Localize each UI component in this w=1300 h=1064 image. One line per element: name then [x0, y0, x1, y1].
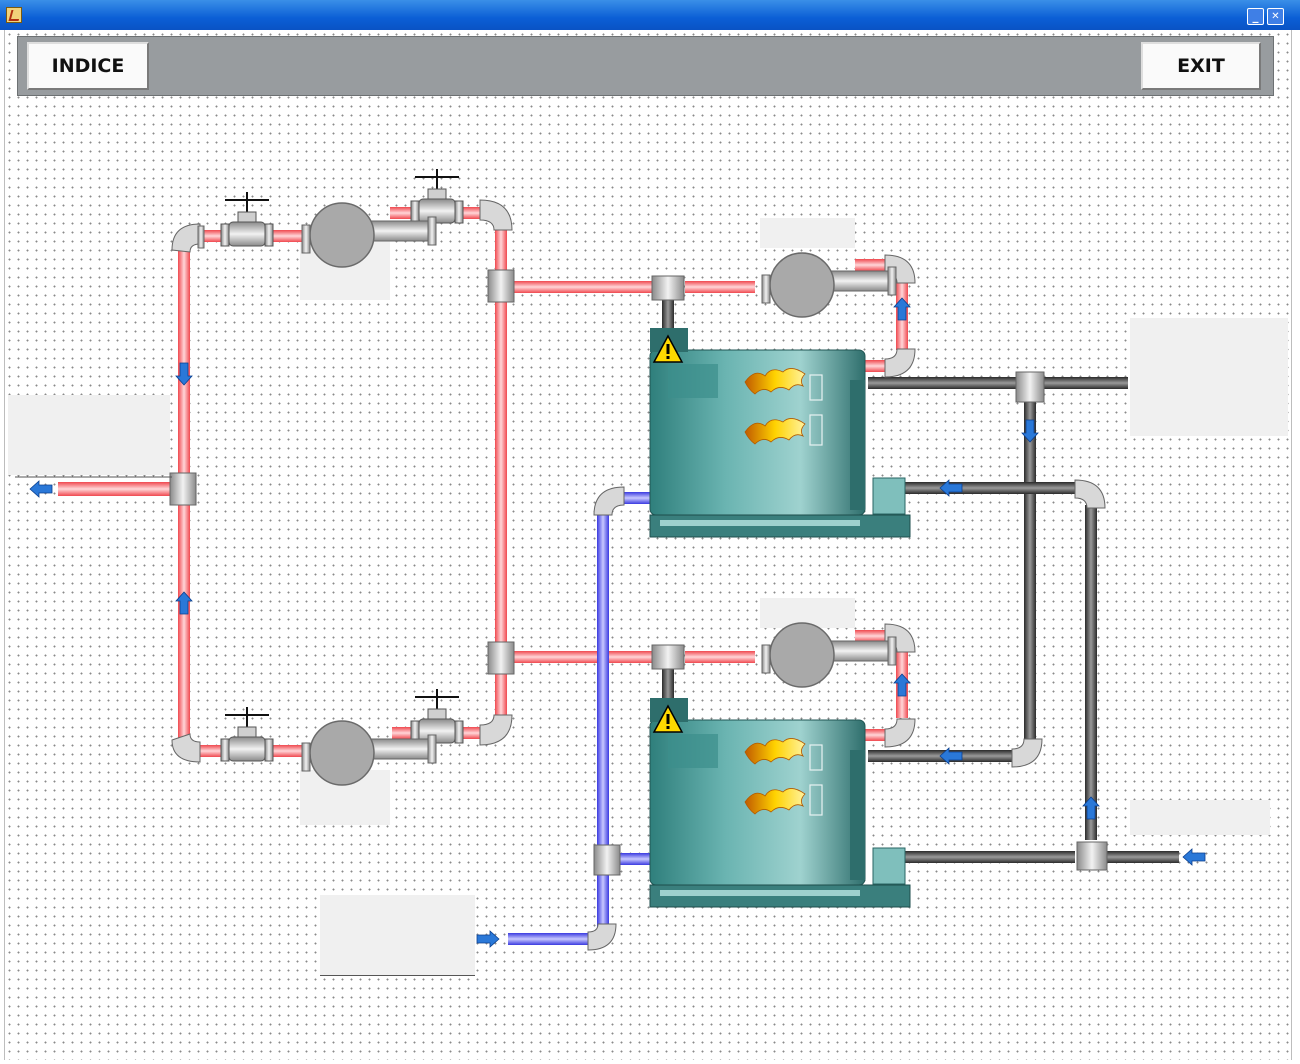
top-toolbar: INDICE EXIT [17, 36, 1274, 96]
indice-button[interactable]: INDICE [27, 42, 149, 90]
pump-label-area-3 [760, 218, 855, 248]
cold-water-pipes [508, 492, 652, 945]
inlet-right-label-area [1130, 800, 1270, 835]
flow-arrow-right-icon [476, 930, 500, 948]
side-panel-left [8, 395, 170, 475]
exit-button[interactable]: EXIT [1141, 42, 1261, 90]
hmi-canvas [4, 30, 1292, 1060]
valve-icon[interactable] [410, 168, 464, 224]
boiler-2-burner [872, 847, 906, 885]
boiler-1-burner [872, 477, 906, 515]
flow-arrow-left-icon [1182, 848, 1206, 866]
minimize-button[interactable]: _ [1247, 8, 1264, 25]
valve-icon[interactable] [410, 688, 464, 744]
valve-icon[interactable] [220, 191, 274, 247]
window-titlebar: _ ✕ [0, 0, 1300, 30]
app-icon [6, 7, 22, 23]
close-button[interactable]: ✕ [1267, 8, 1284, 25]
side-panel-right [1130, 318, 1288, 436]
inlet-label-area [320, 895, 475, 976]
pipe-fittings [169, 199, 1108, 951]
boiler-2[interactable] [649, 719, 911, 908]
valve-icon[interactable] [220, 706, 274, 762]
flow-arrow-left-icon [29, 480, 53, 498]
